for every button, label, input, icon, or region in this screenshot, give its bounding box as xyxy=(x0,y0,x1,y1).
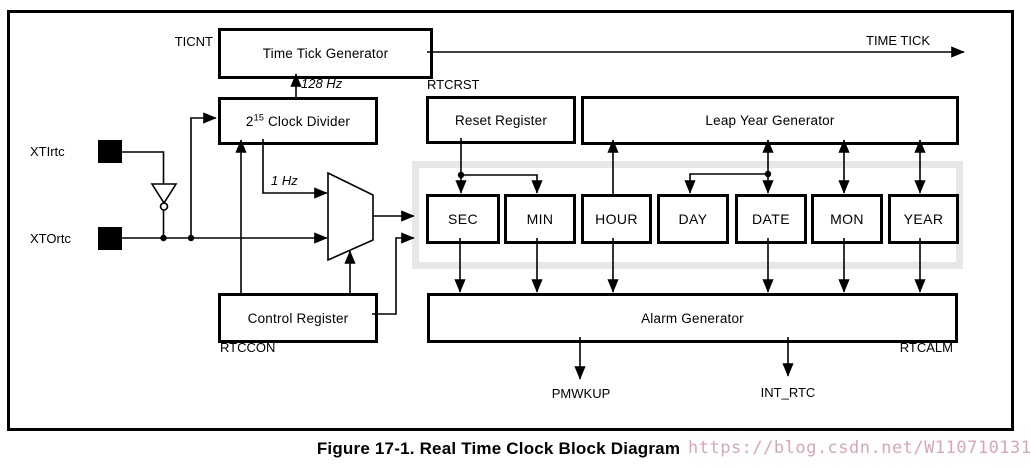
register-label: SEC xyxy=(448,211,478,227)
register-sec: SEC xyxy=(426,194,500,244)
wire-osc-to-divider xyxy=(190,112,217,238)
register-label: HOUR xyxy=(595,211,638,227)
label-128hz: 128 Hz xyxy=(301,76,343,91)
xtirtc-pad xyxy=(98,140,122,163)
block-reset-register: Reset Register xyxy=(426,96,576,144)
label-pmwkup: PMWKUP xyxy=(551,386,611,401)
register-label: DATE xyxy=(752,211,790,227)
label-1hz: 1 Hz xyxy=(271,173,298,188)
block-label: Leap Year Generator xyxy=(705,113,835,128)
label-xtortc: XTOrtc xyxy=(30,231,71,246)
wire-cr-band xyxy=(372,232,415,315)
wire-1hz xyxy=(262,139,328,199)
register-day: DAY xyxy=(657,194,729,244)
watermark: https://blog.csdn.net/W1107101310 xyxy=(688,438,1031,458)
junction-dots xyxy=(160,170,772,242)
label-time-tick: TIME TICK xyxy=(866,33,931,48)
register-year: YEAR xyxy=(888,194,959,244)
register-hour: HOUR xyxy=(581,194,652,244)
label-rtcrst: RTCRST xyxy=(427,77,480,92)
block-label: Time Tick Generator xyxy=(262,46,389,61)
label-ticnt: TICNT xyxy=(174,34,213,49)
label-int-rtc: INT_RTC xyxy=(760,385,816,400)
block-clock-divider: 215 Clock Divider xyxy=(218,97,378,145)
register-mon: MON xyxy=(811,194,883,244)
register-label: YEAR xyxy=(903,211,944,227)
block-time-tick-generator: Time Tick Generator xyxy=(218,28,433,79)
block-label: Alarm Generator xyxy=(641,310,744,326)
figure-caption: Figure 17-1. Real Time Clock Block Diagr… xyxy=(316,439,681,458)
register-label: MIN xyxy=(526,211,554,227)
register-date: DATE xyxy=(735,194,807,244)
block-control-register: Control Register xyxy=(218,293,378,343)
wire-lyg-day xyxy=(684,173,768,194)
register-label: DAY xyxy=(678,211,708,227)
inverter-bubble-icon xyxy=(159,202,169,211)
label-xtirtc: XTIrtc xyxy=(30,144,65,159)
block-label: 215 Clock Divider xyxy=(245,112,351,129)
block-alarm-generator: Alarm Generator xyxy=(427,293,958,343)
xtortc-pad xyxy=(98,227,122,250)
block-label: Reset Register xyxy=(454,112,548,128)
wire-reset-min xyxy=(461,174,543,194)
label-rtcalm: RTCALM xyxy=(899,340,953,355)
wire-xtirtc xyxy=(122,151,165,184)
inverter-icon xyxy=(150,183,178,205)
register-label: MON xyxy=(830,211,864,227)
register-min: MIN xyxy=(504,194,576,244)
mux-icon xyxy=(327,171,374,262)
block-label: Control Register xyxy=(247,310,349,326)
label-rtccon: RTCCON xyxy=(220,340,276,355)
